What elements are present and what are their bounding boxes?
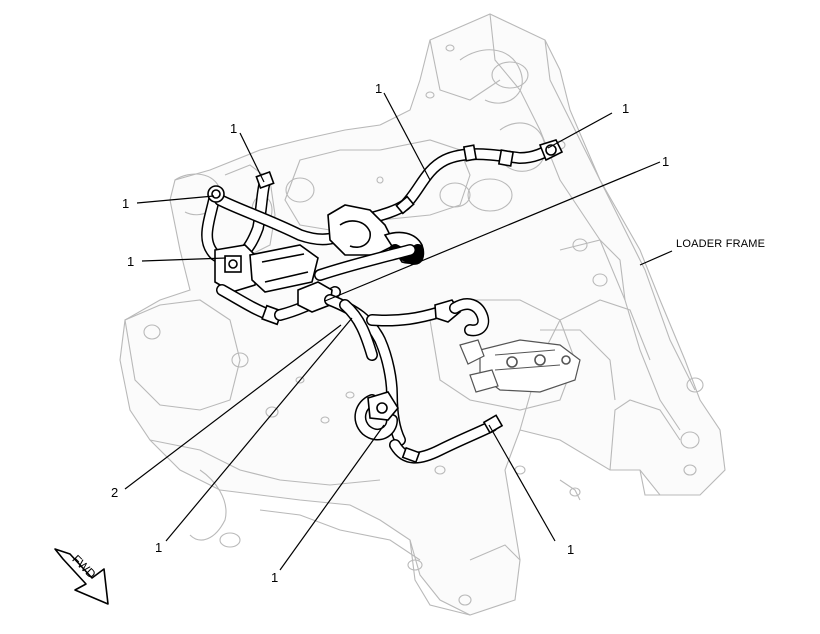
callout-c1-bottom-right: 1 (567, 542, 574, 557)
callout-c1-bottom-left: 1 (155, 540, 162, 555)
callout-c1-left-upper: 1 (122, 196, 129, 211)
loader-frame-label: LOADER FRAME (676, 238, 765, 250)
callout-c1-top-right: 1 (622, 101, 629, 116)
callout-c1-bottom-middle: 1 (271, 570, 278, 585)
callout-c1-left-lower: 1 (127, 254, 134, 269)
hose-assembly (201, 139, 581, 464)
callout-c1-top-left: 1 (230, 121, 237, 136)
leader-lines (124, 92, 673, 571)
callout-c2-left: 2 (111, 485, 118, 500)
callout-c1-right-upper: 1 (662, 154, 669, 169)
callout-numbers: 1 1 1 1 1 1 2 1 1 1 (111, 81, 669, 585)
callout-c1-top-middle: 1 (375, 81, 382, 96)
fwd-arrow-icon: FWD (54, 548, 109, 605)
